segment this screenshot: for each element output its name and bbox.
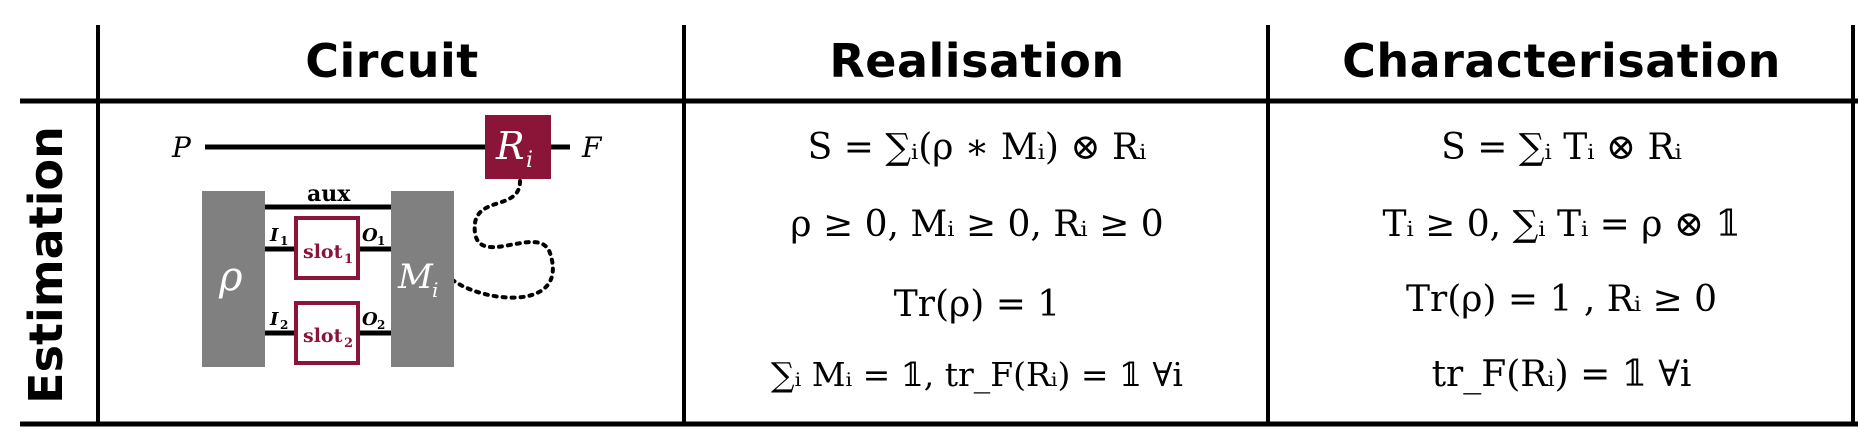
circuit-diagram: P R i F ρ M i aux slot 1 I 1 O 1 slot 2 … [171, 115, 603, 367]
slot1-sub: 1 [344, 252, 353, 267]
slot2-in-sub: 2 [280, 318, 288, 332]
header-characterisation: Characterisation [1342, 34, 1781, 88]
slot1-in-sub: 1 [280, 234, 288, 248]
characterisation-eq-1: S = ∑ᵢ Tᵢ ⊗ Rᵢ [1441, 126, 1682, 168]
header-realisation: Realisation [829, 34, 1125, 88]
slot2-label: slot [303, 325, 343, 347]
slot2-box [294, 301, 360, 365]
measurement-label: M [397, 257, 434, 297]
state-label: ρ [218, 254, 243, 300]
response-box [485, 115, 551, 179]
row-label-text: Estimation [18, 126, 73, 404]
slot1-out-label: O [362, 225, 378, 246]
slot1-out-sub: 1 [377, 234, 385, 248]
realisation-eq-2: ρ ≥ 0, Mᵢ ≥ 0, Rᵢ ≥ 0 [790, 203, 1164, 245]
response-box-label: R [495, 124, 525, 168]
header-circuit: Circuit [305, 34, 479, 88]
characterisation-eq-3: Tr(ρ) = 1 , Rᵢ ≥ 0 [1405, 278, 1718, 320]
slot2-out-sub: 2 [377, 318, 385, 332]
measurement-sub: i [432, 278, 438, 302]
realisation-eq-4: ∑ᵢ Mᵢ = 𝟙, tr_F(Rᵢ) = 𝟙 ∀i [771, 354, 1183, 394]
characterisation-eq-2: Tᵢ ≥ 0, ∑ᵢ Tᵢ = ρ ⊗ 𝟙 [1382, 203, 1741, 245]
characterisation-eq-4: tr_F(Rᵢ) = 𝟙 ∀i [1431, 353, 1692, 395]
slot1-box [294, 216, 360, 280]
input-label-P: P [171, 131, 192, 164]
realisation-eq-3: Tr(ρ) = 1 [893, 283, 1061, 325]
slot2-out-label: O [362, 309, 378, 330]
classical-link [448, 179, 555, 300]
slot2-sub: 2 [344, 336, 353, 351]
response-box-sub: i [526, 148, 533, 173]
aux-label: aux [307, 181, 351, 207]
slot2-in-label: I [269, 309, 279, 330]
slot1-in-label: I [269, 225, 279, 246]
realisation-eq-1: S = ∑ᵢ(ρ ∗ Mᵢ) ⊗ Rᵢ [807, 126, 1147, 168]
output-label-F: F [581, 131, 603, 164]
state-box [202, 191, 265, 367]
measurement-box [391, 191, 454, 367]
slot1-label: slot [303, 241, 343, 263]
row-label-estimation: Estimation [8, 105, 83, 425]
